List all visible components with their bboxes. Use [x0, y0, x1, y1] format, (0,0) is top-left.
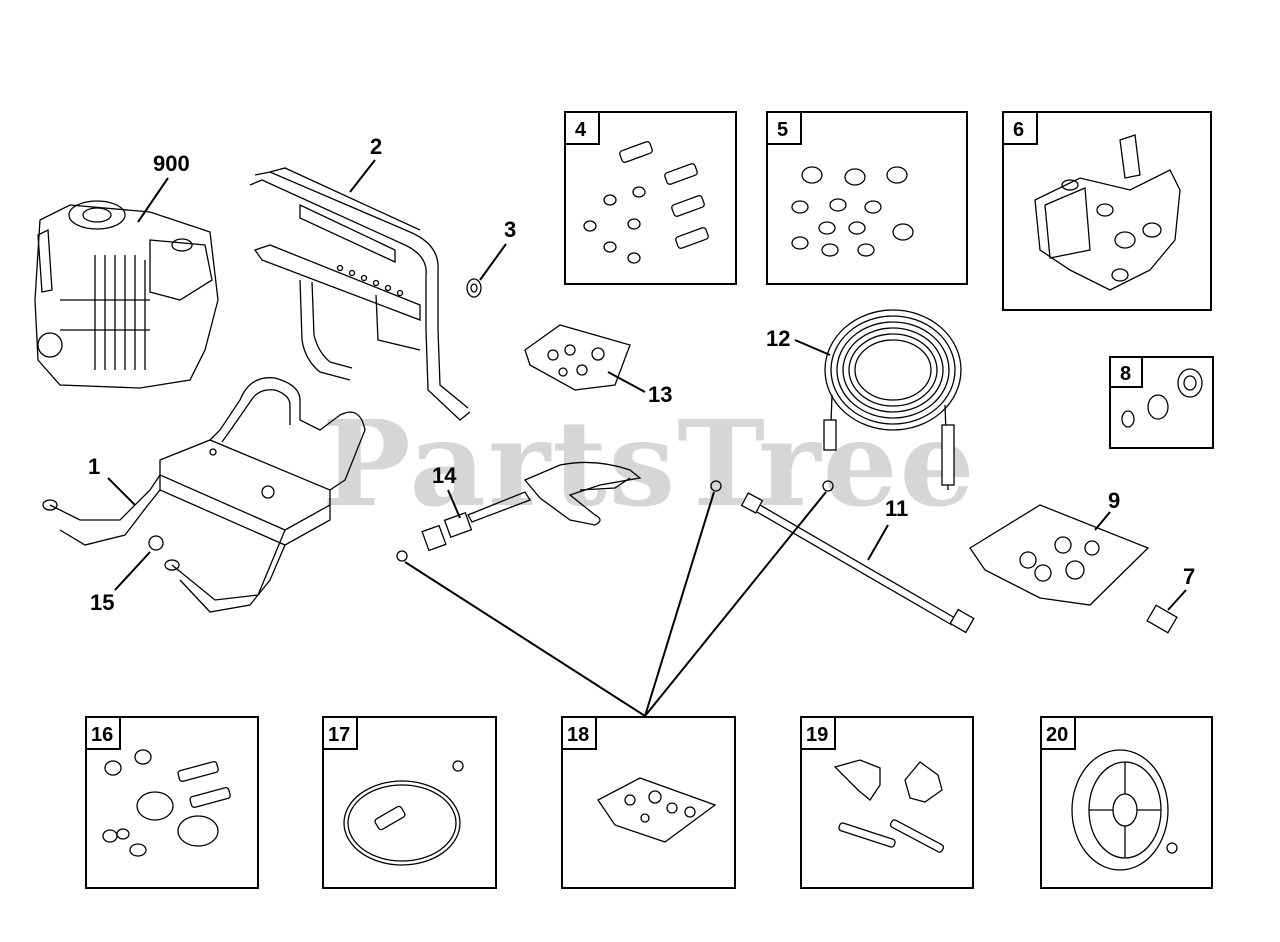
box-label-6: 6: [1013, 119, 1024, 141]
hardware-bag-part[interactable]: [524, 324, 631, 391]
nut-part[interactable]: [466, 278, 482, 298]
leader-12: [794, 339, 831, 356]
leader-15: [114, 551, 151, 591]
box-label-19: 19: [806, 724, 828, 746]
fitting-part[interactable]: [1146, 604, 1178, 634]
kit-box-19[interactable]: 19: [800, 716, 974, 889]
box-label-18: 18: [567, 724, 589, 746]
callout-12: 12: [766, 326, 790, 351]
box-label-17: 17: [328, 724, 350, 746]
pump-box-6[interactable]: 6: [1002, 111, 1212, 311]
box-label-20: 20: [1046, 724, 1068, 746]
plug-part[interactable]: [148, 535, 164, 551]
box-label-8: 8: [1120, 363, 1131, 385]
o-ring-parts[interactable]: [396, 480, 834, 562]
kit-box-16[interactable]: 16: [85, 716, 259, 889]
box-label-5: 5: [777, 119, 788, 141]
handle-part[interactable]: [249, 167, 471, 421]
callout-1: 1: [88, 454, 100, 479]
leader-9: [1094, 511, 1111, 531]
engine-part[interactable]: [34, 200, 219, 389]
leader-900: [137, 177, 169, 223]
frame-part[interactable]: [42, 377, 366, 613]
leader-1: [107, 477, 136, 506]
wand-part[interactable]: [740, 492, 975, 634]
callout-15: 15: [90, 590, 114, 615]
callout-13: 13: [648, 382, 672, 407]
callout-900: 900: [153, 151, 190, 176]
kit-box-8[interactable]: 8: [1109, 356, 1214, 449]
watermark: PartsTree: [322, 394, 977, 533]
fittings-bag-part[interactable]: [969, 504, 1150, 606]
leader-14: [447, 489, 461, 519]
kit-box-17[interactable]: 17: [322, 716, 497, 889]
leader-13: [607, 371, 646, 393]
box-label-16: 16: [91, 724, 113, 746]
leader-7: [1167, 589, 1187, 611]
leaders-18: [404, 491, 827, 717]
callout-9: 9: [1108, 488, 1120, 513]
wheel-box-20[interactable]: 20: [1040, 716, 1213, 889]
leader-2: [349, 159, 376, 193]
box-label-4: 4: [575, 119, 587, 141]
leader-11: [867, 524, 889, 561]
callout-3: 3: [504, 217, 516, 242]
hose-part[interactable]: [823, 309, 962, 491]
callout-11: 11: [885, 496, 908, 521]
callout-14: 14: [432, 463, 457, 488]
leader-3: [479, 243, 507, 281]
kit-box-18[interactable]: 18: [561, 716, 736, 889]
kit-box-5[interactable]: 5: [766, 111, 968, 285]
callout-2: 2: [370, 134, 382, 159]
spray-gun-part[interactable]: [421, 461, 642, 552]
callout-7: 7: [1183, 564, 1195, 589]
kit-box-4[interactable]: 4: [564, 111, 737, 285]
